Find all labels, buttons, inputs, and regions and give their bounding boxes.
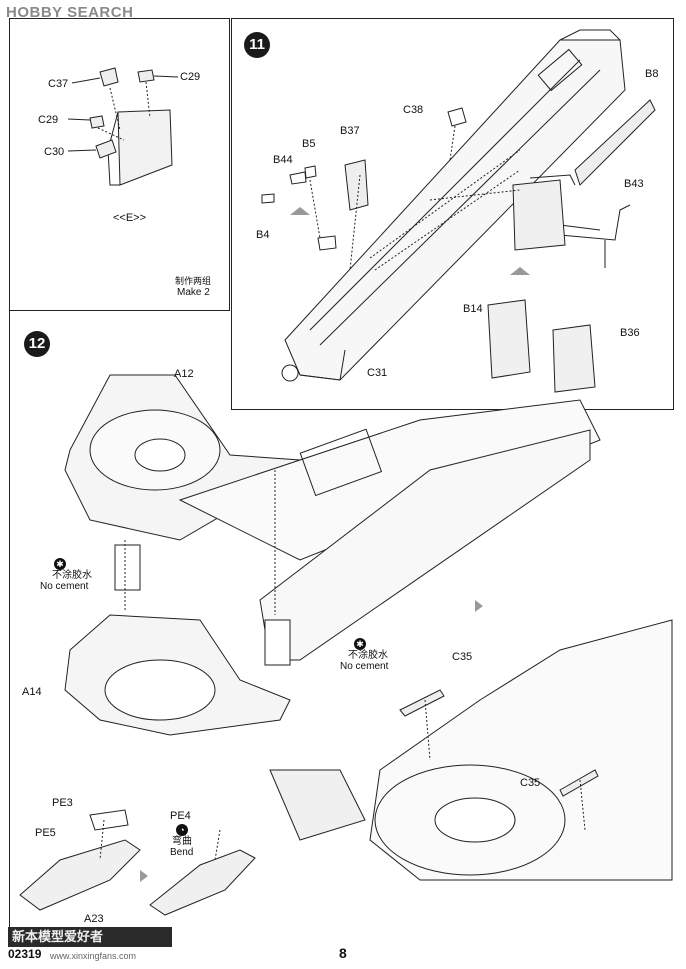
inset-e-frame [9,18,230,311]
watermark-url: www.xinxingfans.com [50,951,137,961]
footer-code: 02319 [8,947,42,961]
hobby-search-watermark: HOBBY SEARCH [6,4,134,21]
step-number-11: 11 [244,32,270,58]
bend-en: Bend [170,847,194,858]
step-12-drawing [19,374,673,916]
part-label-b44: B44 [273,154,293,166]
no-cement-en: No cement [40,581,89,592]
part-label-c31: C31 [367,367,388,379]
bend-note: ◔ 弯曲 Bend [170,824,193,858]
part-label-b5: B5 [302,138,316,150]
make-two-note-cn: 制作两组 [175,276,212,286]
step-11-frame [231,18,674,410]
bottom-watermark: 新本模型爱好者 [8,927,172,947]
step-number-12: 12 [24,331,50,357]
no-cement-icon: ✱ [54,558,66,570]
no-cement-en: No cement [340,661,389,672]
no-cement-note-right: ✱ 不涂胶水 No cement [340,638,388,672]
part-label-b36: B36 [620,327,640,339]
part-label-a12: A12 [174,368,194,380]
part-label-c30: C30 [44,146,65,158]
part-label-c37: C37 [48,78,69,90]
no-cement-note-left: ✱ 不涂胶水 No cement [40,558,92,592]
part-label-b43: B43 [624,178,644,190]
no-cement-cn: 不涂胶水 [52,570,92,581]
inset-e-title: <<E>> [113,212,147,224]
part-label-pe4: PE4 [170,810,191,822]
step-12-frame [9,309,673,939]
bottom-watermark-text: 新本模型爱好者 [12,929,104,944]
part-label-c35-b: C35 [520,777,541,789]
part-label-a14: A14 [22,686,42,698]
part-label-c29-b: C29 [38,114,59,126]
part-label-b8: B8 [645,68,659,80]
step-11-drawing [261,29,656,393]
make-two-note-en: Make 2 [177,287,210,298]
part-label-b37: B37 [340,125,360,137]
bend-cn: 弯曲 [172,836,192,847]
part-label-c38: C38 [403,104,424,116]
no-cement-icon: ✱ [354,638,366,650]
page-number: 8 [339,945,347,961]
part-label-c29: C29 [180,71,201,83]
part-label-b4: B4 [256,229,270,241]
bend-icon: ◔ [176,824,188,836]
part-label-b14: B14 [463,303,483,315]
inset-e-drawing [67,67,179,186]
part-label-c35: C35 [452,651,473,663]
part-label-a23: A23 [84,913,104,925]
part-label-pe5: PE5 [35,827,56,839]
no-cement-cn: 不涂胶水 [348,650,388,661]
part-label-pe3: PE3 [52,797,73,809]
